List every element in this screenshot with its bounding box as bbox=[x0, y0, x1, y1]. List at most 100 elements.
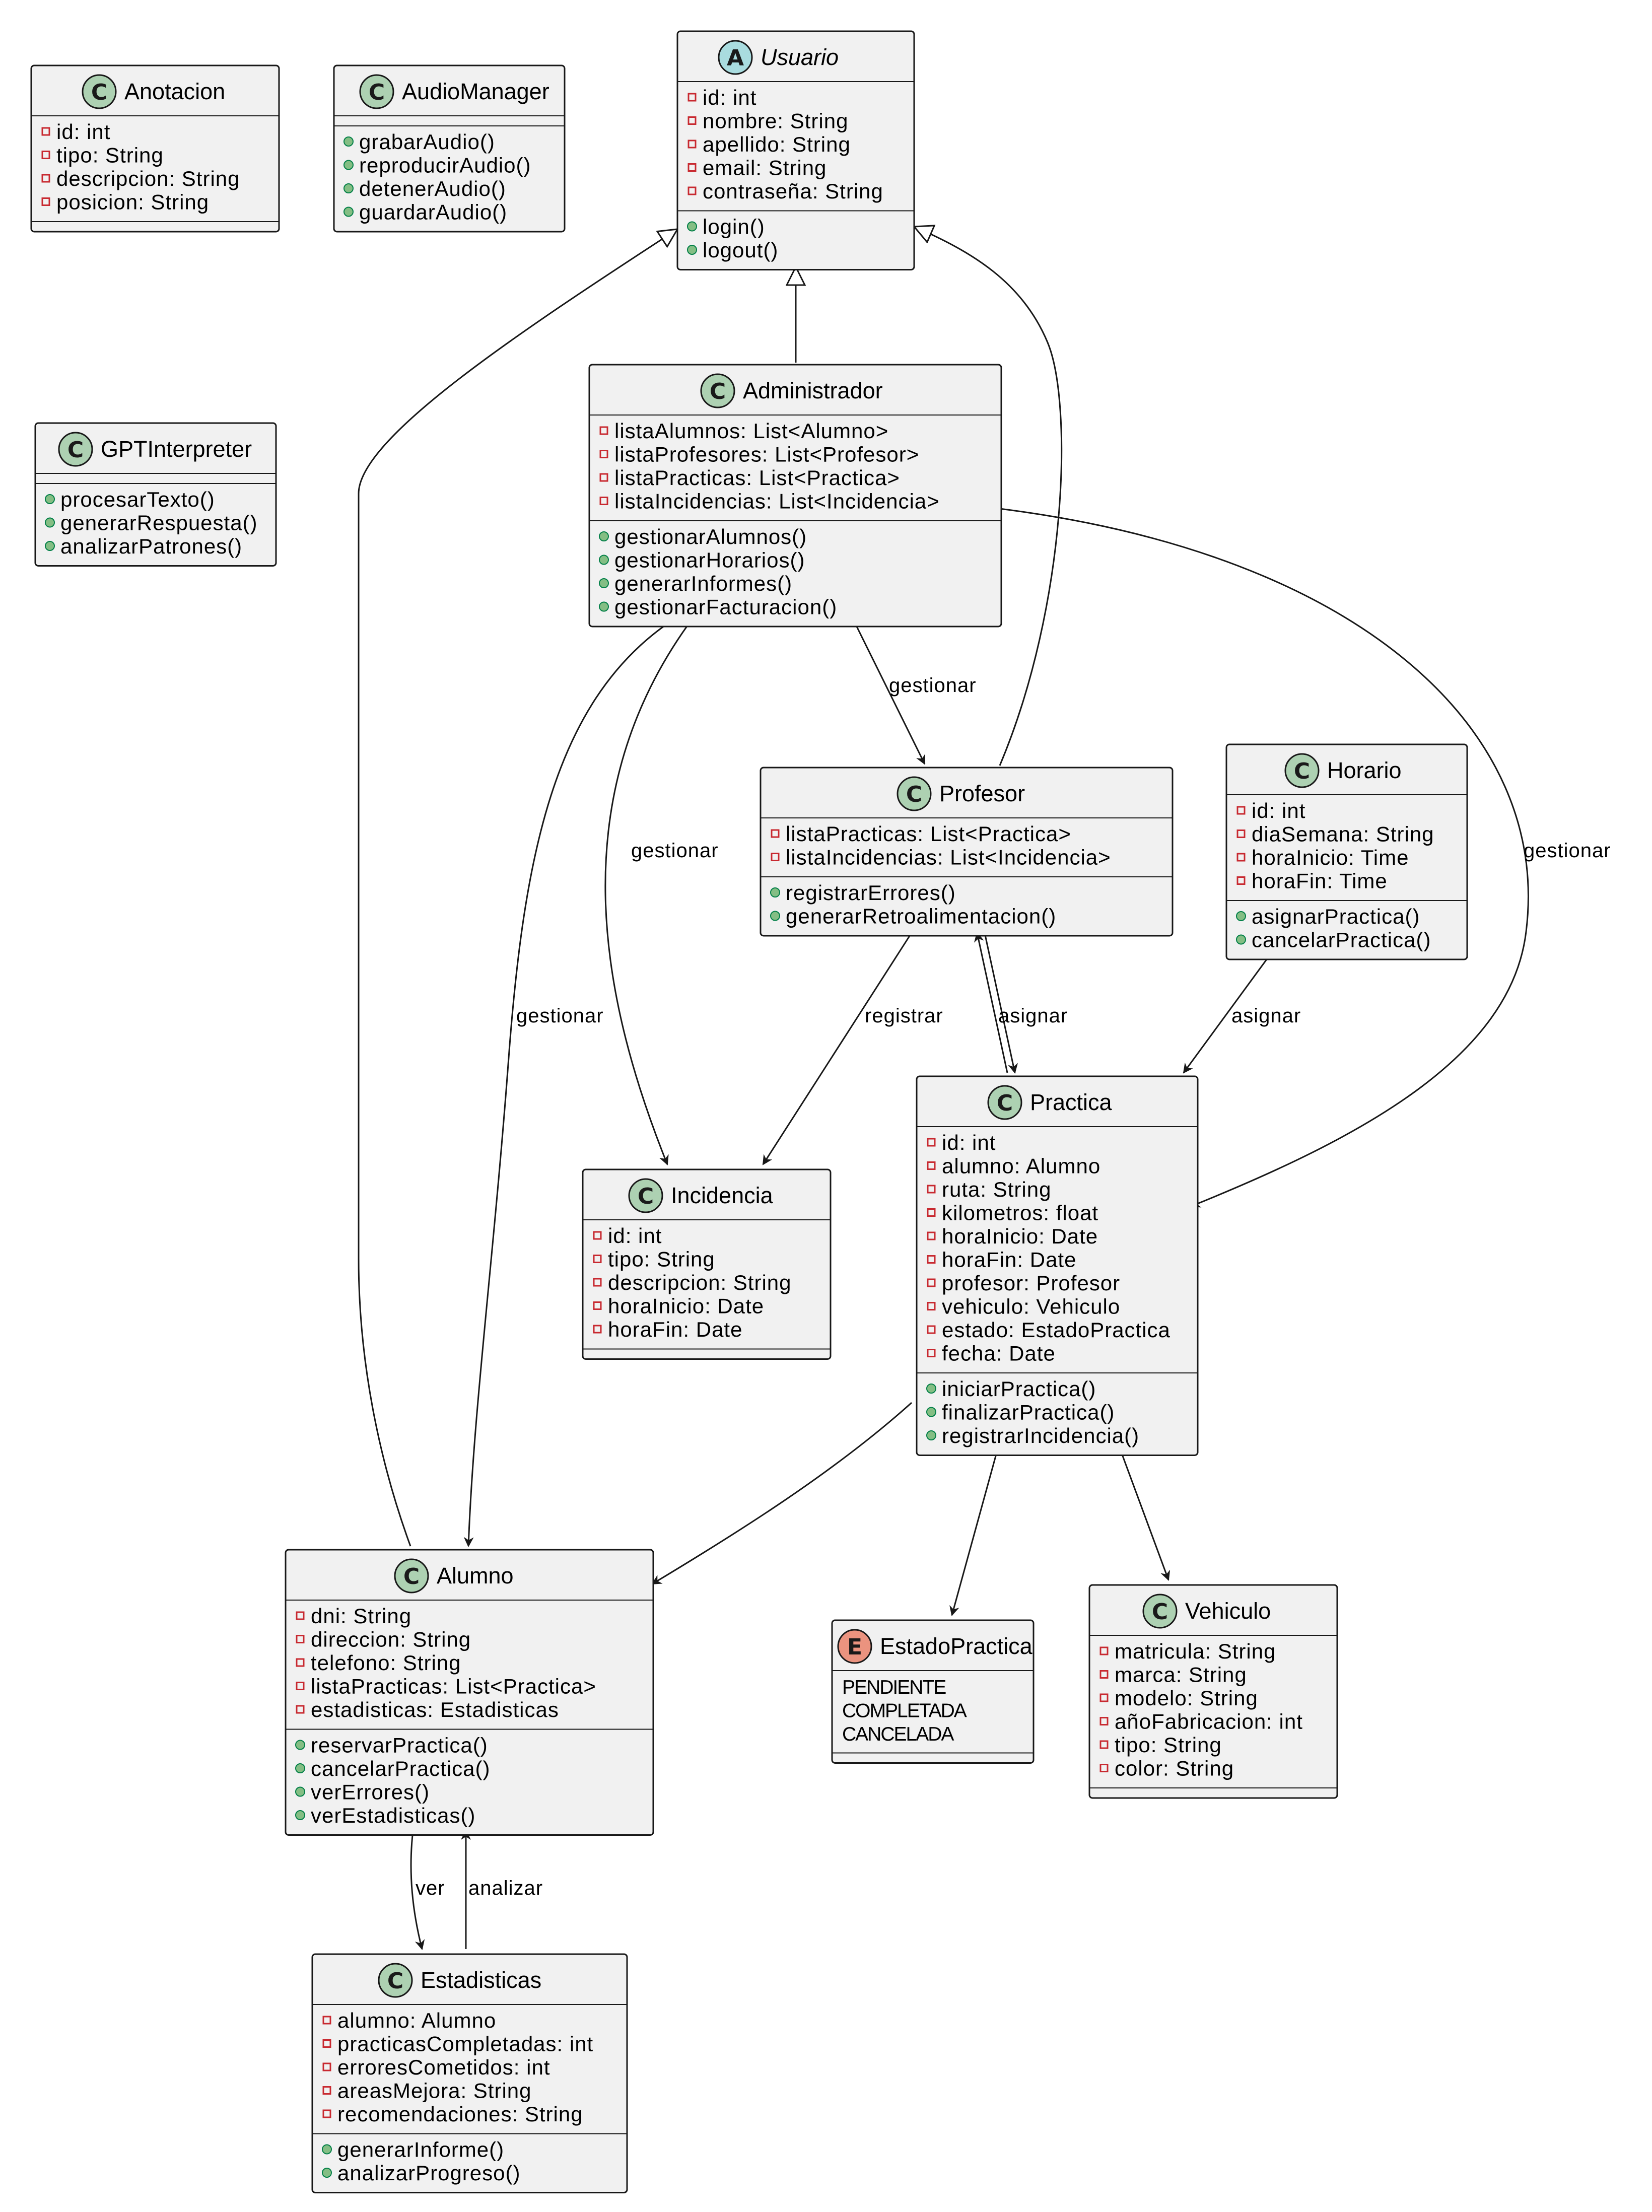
attribute: id: int bbox=[942, 1131, 996, 1154]
private-marker-icon bbox=[593, 1301, 602, 1310]
method: generarInforme() bbox=[337, 2138, 504, 2162]
private-marker-icon bbox=[927, 1161, 936, 1170]
assoc-practica-estadopractica bbox=[949, 1450, 998, 1616]
label-admin-practica: gestionar bbox=[1524, 840, 1611, 862]
private-marker-icon bbox=[41, 127, 50, 136]
class-icon: C bbox=[359, 74, 394, 109]
private-marker-icon bbox=[41, 174, 50, 183]
enum-literal: PENDIENTE bbox=[842, 1677, 946, 1698]
method: cancelarPractica() bbox=[1252, 928, 1431, 952]
class-box bbox=[311, 1953, 628, 2193]
private-marker-icon bbox=[599, 426, 608, 435]
private-marker-icon bbox=[41, 197, 50, 206]
attribute: vehiculo: Vehiculo bbox=[942, 1295, 1120, 1319]
attribute: añoFabricacion: int bbox=[1115, 1710, 1303, 1734]
method: analizarPatrones() bbox=[60, 534, 242, 558]
label-admin-profesor: gestionar bbox=[889, 674, 977, 697]
assoc-administrador-profesor bbox=[855, 625, 926, 765]
attribute: alumno: Alumno bbox=[942, 1154, 1100, 1178]
class-administrador: C Administrador listaAlumnos: List<Alumno>… bbox=[588, 364, 1002, 628]
private-marker-icon bbox=[927, 1302, 936, 1310]
private-marker-icon bbox=[1236, 830, 1246, 838]
private-marker-icon bbox=[296, 1682, 305, 1690]
attribute: horaInicio: Date bbox=[608, 1294, 764, 1318]
public-marker-icon bbox=[770, 911, 780, 921]
public-marker-icon bbox=[687, 245, 697, 255]
attribute: listaAlumnos: List<Alumno> bbox=[614, 419, 888, 443]
private-marker-icon bbox=[927, 1349, 936, 1357]
attribute: listaProfesores: List<Profesor> bbox=[614, 443, 919, 466]
class-box bbox=[760, 767, 1174, 937]
attribute: practicasCompletadas: int bbox=[337, 2032, 593, 2056]
private-marker-icon bbox=[1099, 1646, 1109, 1655]
enum-literal: COMPLETADA bbox=[842, 1700, 967, 1722]
class-icon: C bbox=[897, 776, 932, 811]
attribute: diaSemana: String bbox=[1252, 822, 1434, 846]
label-estadisticas-alumno: analizar bbox=[468, 1877, 543, 1899]
class-box bbox=[34, 422, 277, 567]
attribute: id: int bbox=[703, 86, 756, 109]
private-marker-icon bbox=[1236, 806, 1246, 815]
method: gestionarHorarios() bbox=[614, 548, 805, 572]
class-name: Incidencia bbox=[671, 1183, 774, 1208]
class-name: Administrador bbox=[743, 378, 883, 403]
attribute: recomendaciones: String bbox=[337, 2102, 583, 2126]
private-marker-icon bbox=[927, 1325, 936, 1334]
label-admin-alumno: gestionar bbox=[516, 1005, 604, 1027]
method: generarRetroalimentacion() bbox=[786, 905, 1056, 928]
badge-letter: C bbox=[91, 80, 107, 105]
class-name: Vehiculo bbox=[1185, 1598, 1271, 1624]
attribute: listaIncidencias: List<Incidencia> bbox=[786, 846, 1111, 869]
attribute: horaFin: Date bbox=[608, 1318, 742, 1341]
badge-letter: C bbox=[387, 1968, 403, 1994]
method: verErrores() bbox=[311, 1780, 430, 1804]
method: reproducirAudio() bbox=[359, 154, 531, 177]
private-marker-icon bbox=[593, 1325, 602, 1334]
attribute: apellido: String bbox=[703, 132, 851, 156]
public-marker-icon bbox=[926, 1407, 936, 1417]
private-marker-icon bbox=[599, 473, 608, 482]
attribute: dni: String bbox=[311, 1604, 411, 1628]
private-marker-icon bbox=[322, 2039, 331, 2048]
attribute: descripcion: String bbox=[56, 167, 240, 190]
class-icon: C bbox=[628, 1178, 663, 1213]
attribute: direccion: String bbox=[311, 1628, 471, 1651]
assoc-practica-profesor bbox=[974, 932, 1008, 1073]
attribute: id: int bbox=[56, 120, 110, 144]
assoc-administrador-practica bbox=[999, 508, 1529, 1208]
badge-letter: A bbox=[727, 45, 744, 71]
attribute: color: String bbox=[1115, 1757, 1234, 1780]
assoc-administrador-incidencia bbox=[604, 625, 689, 1165]
badge-letter: C bbox=[906, 782, 922, 807]
public-marker-icon bbox=[295, 1810, 305, 1820]
public-marker-icon bbox=[343, 206, 354, 217]
class-name: GPTInterpreter bbox=[101, 436, 252, 462]
assoc-horario-practica bbox=[1183, 955, 1270, 1074]
private-marker-icon bbox=[599, 450, 608, 458]
private-marker-icon bbox=[771, 853, 780, 861]
assoc-practica-alumno bbox=[651, 1402, 913, 1585]
private-marker-icon bbox=[687, 93, 697, 102]
badge-letter: C bbox=[403, 1564, 420, 1589]
label-profesor-practica: asignar bbox=[998, 1005, 1068, 1027]
attribute: horaFin: Date bbox=[942, 1248, 1076, 1272]
attribute: erroresCometidos: int bbox=[337, 2055, 550, 2079]
attribute: matricula: String bbox=[1115, 1639, 1276, 1663]
public-marker-icon bbox=[926, 1384, 936, 1394]
attribute: tipo: String bbox=[56, 144, 164, 167]
class-icon: C bbox=[378, 1963, 413, 1998]
attribute: horaFin: Time bbox=[1252, 869, 1388, 893]
attribute: tipo: String bbox=[1115, 1733, 1222, 1757]
class-box bbox=[676, 30, 915, 270]
public-marker-icon bbox=[343, 183, 354, 193]
public-marker-icon bbox=[1236, 911, 1246, 921]
class-box bbox=[582, 1168, 832, 1360]
private-marker-icon bbox=[1099, 1740, 1109, 1749]
method: guardarAudio() bbox=[359, 200, 507, 224]
public-marker-icon bbox=[770, 887, 780, 897]
public-marker-icon bbox=[599, 578, 609, 588]
class-icon: C bbox=[700, 373, 735, 408]
